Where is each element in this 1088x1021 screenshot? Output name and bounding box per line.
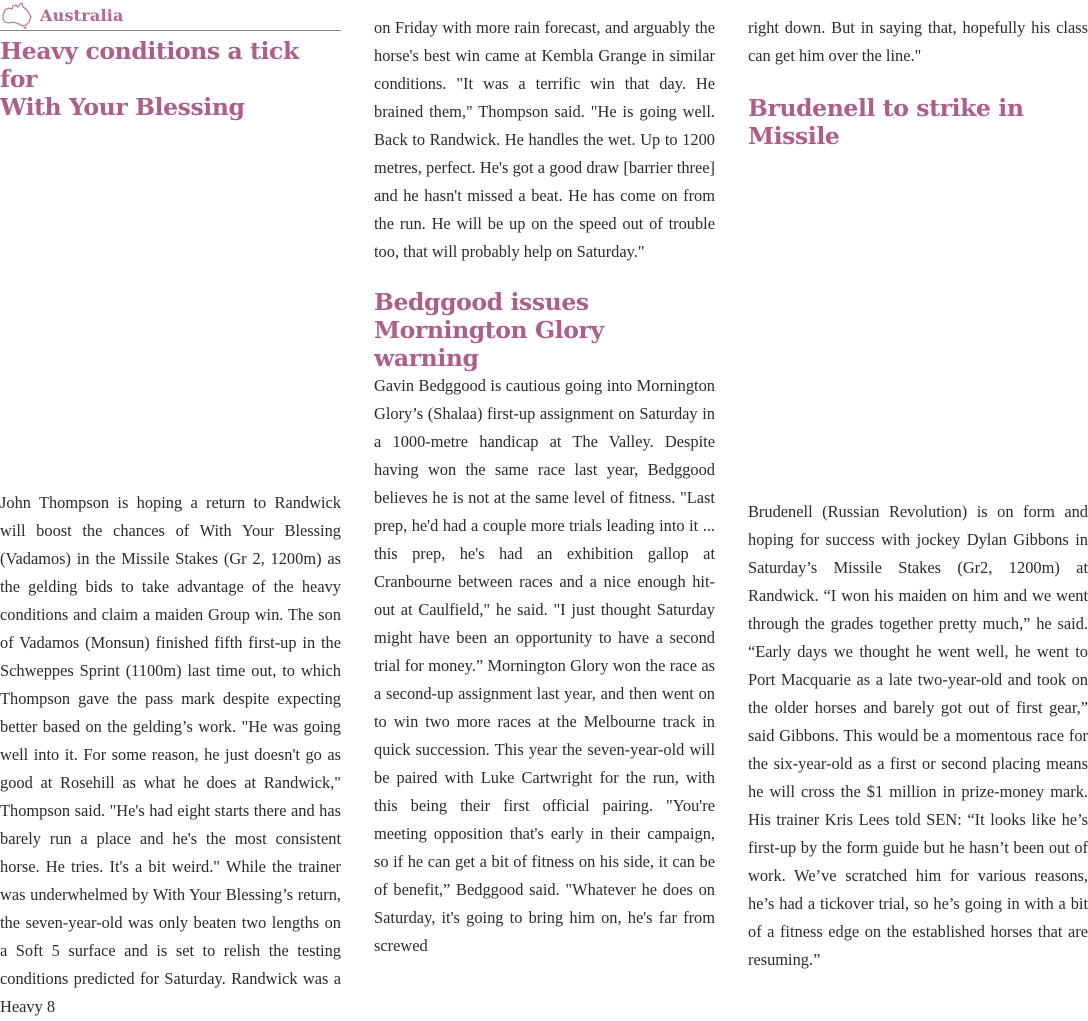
section-header: Australia [0, 0, 341, 31]
headline-line: With Your Blessing [0, 93, 245, 121]
article-1-headline: Heavy conditions a tick for With Your Bl… [0, 37, 341, 121]
image-placeholder [748, 150, 1088, 498]
image-placeholder [0, 121, 341, 489]
headline-line: Heavy conditions a tick for [0, 37, 299, 93]
article-2-body-continued: right down. But in saying that, hopefull… [748, 18, 1088, 65]
column-3: right down. But in saying that, hopefull… [748, 0, 1088, 974]
article-2-body: Gavin Bedggood is cautious going into Mo… [374, 376, 715, 955]
column-1: Australia Heavy conditions a tick for Wi… [0, 0, 341, 1021]
article-1-body: John Thompson is hoping a return to Rand… [0, 493, 341, 1016]
article-3-body: Brudenell (Russian Revolution) is on for… [748, 502, 1088, 969]
article-1-body-continued: on Friday with more rain forecast, and a… [374, 18, 715, 261]
headline-line: Bedggood issues [374, 288, 589, 316]
article-3-headline: Brudenell to strike in Missile [748, 94, 1088, 150]
headline-line: Brudenell to strike in Missile [748, 94, 1024, 150]
column-2: on Friday with more rain forecast, and a… [374, 0, 715, 960]
article-2-headline: Bedggood issues Mornington Glory warning [374, 288, 715, 372]
headline-line: Mornington Glory warning [374, 316, 604, 372]
section-label: Australia [40, 5, 124, 25]
australia-map-icon [2, 2, 32, 29]
